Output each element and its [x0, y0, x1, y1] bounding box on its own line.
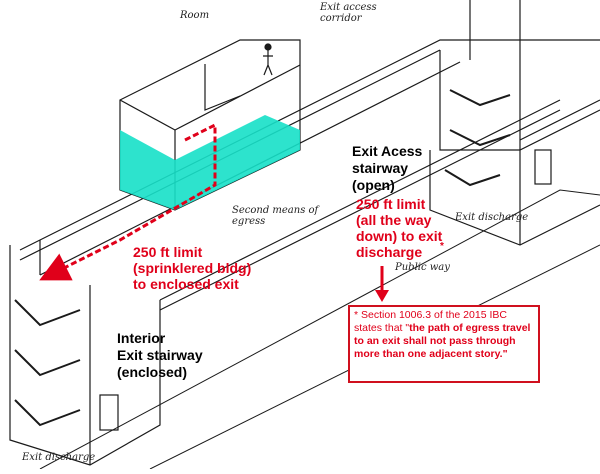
note-arrow — [375, 266, 389, 302]
note-emphasis: the path of egress travel to an exit sha… — [354, 322, 531, 360]
second-means-label-1: Second means of — [232, 205, 319, 216]
exit-access-corridor-label-2: corridor — [320, 13, 362, 24]
enclosed-limit-1: 250 ft limit — [133, 244, 203, 260]
second-means-label-2: egress — [232, 216, 266, 227]
public-way-label: Public way — [395, 262, 450, 273]
asterisk-mark: * — [440, 241, 444, 252]
open-stair-title-3: (open) — [352, 177, 395, 193]
ibc-note-box: * Section 1006.3 of the 2015 IBC states … — [348, 305, 540, 383]
open-stair-limit-1: 250 ft limit — [356, 196, 426, 212]
open-stair-title-2: stairway — [352, 160, 409, 176]
exit-door-bottom — [99, 394, 119, 431]
note-asterisk: * — [354, 309, 359, 321]
exit-discharge-bottom-label: Exit discharge — [22, 452, 96, 463]
open-stair-limit-4: discharge — [356, 244, 423, 260]
interior-stair-3: (enclosed) — [117, 364, 188, 380]
interior-stair-2: Exit stairway — [117, 347, 203, 363]
note-text-1: Section 1006.3 of the 2015 IBC states th… — [354, 309, 507, 334]
enclosed-limit-3: to enclosed exit — [133, 276, 239, 292]
note-text-2: " — [502, 348, 508, 360]
right-stair-flights — [444, 89, 511, 187]
public-way-plane — [39, 189, 600, 470]
left-stair-flights — [14, 299, 81, 427]
egress-path-to-enclosed-exit — [39, 122, 217, 281]
room-floor-highlight — [120, 115, 300, 210]
exit-access-corridor-label-1: Exit access — [320, 2, 377, 13]
room-label: Room — [180, 10, 210, 21]
interior-stair-1: Interior — [117, 330, 166, 346]
open-stair-title-1: Exit Acess — [352, 143, 423, 159]
open-stair-limit-3: down) to exit — [356, 228, 443, 244]
enclosed-limit-2: (sprinklered bldg) — [133, 260, 252, 276]
open-stair-limit-2: (all the way — [356, 212, 432, 228]
exit-discharge-right-label: Exit discharge — [455, 212, 529, 223]
right-stair-tower — [439, 50, 600, 151]
exit-door-right — [534, 149, 552, 185]
